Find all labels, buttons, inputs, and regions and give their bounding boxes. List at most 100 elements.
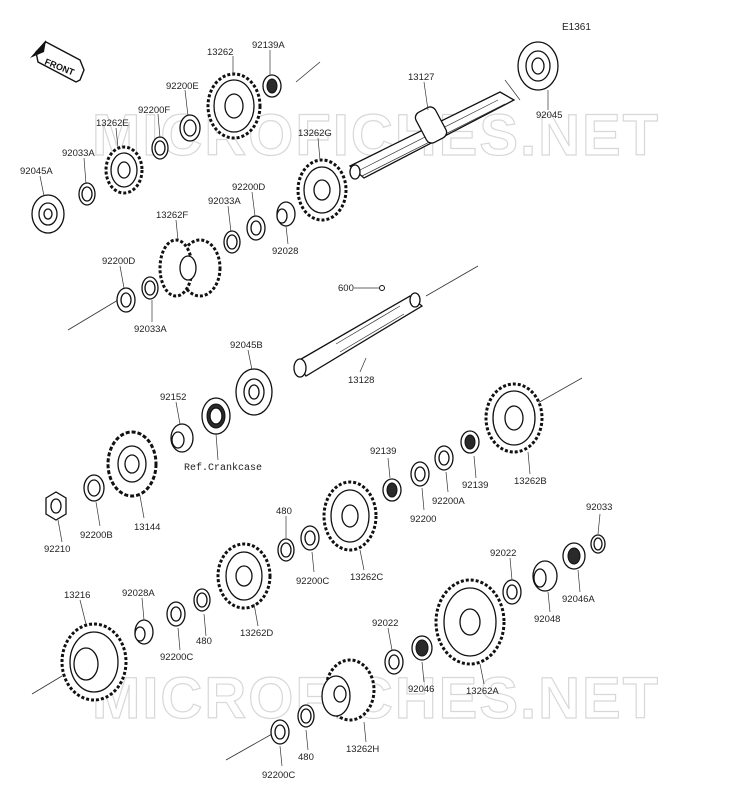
gear-13262: [206, 72, 262, 140]
label-600: 600: [338, 283, 354, 294]
circlip-92033A-b: [223, 230, 241, 254]
axis-line: [67, 299, 119, 331]
label-13262B: 13262B: [514, 476, 547, 487]
ref-crankcase: Ref.Crankcase: [184, 462, 262, 474]
needle-bearing-92139-a: [382, 478, 402, 502]
label-13144: 13144: [134, 522, 160, 533]
axis-line: [31, 675, 63, 695]
upper-shaft-13127: [348, 79, 521, 180]
label-92200E: 92200E: [166, 81, 199, 92]
front-arrow-icon: FRONT: [30, 40, 85, 83]
needle-bearing-92139A: [262, 74, 282, 98]
label-92046A: 92046A: [562, 594, 595, 605]
label-92046: 92046: [408, 684, 434, 695]
label-13128: 13128: [348, 375, 374, 386]
label-92139-b: 92139: [462, 480, 488, 491]
label-92139-a: 92139: [370, 446, 396, 457]
washer-92200C-b: [166, 601, 186, 627]
washer-92200D: [246, 215, 266, 241]
gear-13262E: [104, 145, 144, 195]
gear-13262D: [216, 542, 272, 610]
watermark-bottom: MICROFICHES.NET: [92, 666, 660, 731]
label-480-c: 480: [298, 752, 314, 763]
bearing-92045: [517, 41, 559, 91]
label-92028A: 92028A: [122, 588, 155, 599]
label-92139A: 92139A: [252, 40, 285, 51]
label-92210: 92210: [44, 544, 70, 555]
oil-seal: [201, 397, 231, 435]
label-480-a: 480: [276, 506, 292, 517]
label-13262F: 13262F: [156, 210, 188, 221]
bearing-92045B: [235, 368, 273, 416]
axis-line: [295, 61, 321, 83]
washer-92200A: [434, 445, 454, 471]
circlip-480-b: [193, 588, 211, 612]
label-13262H: 13262H: [346, 744, 379, 755]
label-92045B: 92045B: [230, 340, 263, 351]
gear-13262B: [484, 382, 544, 454]
axis-line: [425, 265, 479, 297]
label-13262D: 13262D: [240, 628, 273, 639]
washer-92022-b: [384, 649, 404, 675]
gear-13262H: [321, 658, 376, 722]
label-480-b: 480: [196, 636, 212, 647]
label-92200F: 92200F: [138, 105, 170, 116]
washer-92200: [410, 461, 430, 487]
washer-92200E: [179, 114, 201, 142]
label-13127: 13127: [408, 72, 434, 83]
label-13262E: 13262E: [96, 118, 129, 129]
bearing-92045A: [31, 194, 65, 234]
gear-13262G: [296, 158, 348, 222]
circlip-480-a: [277, 538, 295, 562]
circlip-92033: [590, 534, 606, 554]
bushing-92028: [276, 201, 296, 227]
label-13262A: 13262A: [466, 686, 499, 697]
label-92200A: 92200A: [432, 496, 465, 507]
gear-13262F: [158, 238, 222, 298]
label-92200: 92200: [410, 514, 436, 525]
lube-point-icon: [379, 285, 385, 291]
gear-13262A: [434, 578, 506, 666]
washer-92200C-c: [270, 719, 290, 745]
label-92045A: 92045A: [20, 166, 53, 177]
label-92033A-c: 92033A: [134, 324, 167, 335]
washer-92200F: [151, 136, 169, 160]
label-13262G: 13262G: [298, 128, 332, 139]
label-92200C-b: 92200C: [160, 652, 193, 663]
needle-bearing-92046A: [562, 542, 586, 570]
circlip-480-c: [297, 704, 315, 728]
circlip-92033A: [78, 182, 96, 206]
label-92200D-a: 92200D: [232, 182, 265, 193]
label-13262: 13262: [207, 47, 233, 58]
label-92152: 92152: [160, 392, 186, 403]
input-shaft-13128: [293, 292, 424, 378]
label-92033: 92033: [586, 502, 612, 513]
gear-13216: [60, 622, 128, 702]
washer-92200D-b: [116, 287, 136, 313]
label-92028: 92028: [272, 246, 298, 257]
leader-lines: [39, 50, 601, 767]
label-92022-a: 92022: [490, 548, 516, 559]
washer-92022-a: [502, 579, 522, 605]
bushing-92048: [532, 560, 558, 592]
label-13216: 13216: [64, 590, 90, 601]
needle-bearing-92046: [411, 635, 433, 661]
label-92045: 92045: [536, 110, 562, 121]
label-92200C-a: 92200C: [296, 576, 329, 587]
label-92033A-a: 92033A: [62, 148, 95, 159]
diagram-code: E1361: [562, 22, 591, 33]
label-92022-b: 92022: [372, 618, 398, 629]
label-92200D-b: 92200D: [102, 256, 135, 267]
gear-13262C: [322, 480, 378, 552]
axis-line: [535, 377, 583, 405]
collar-92152: [170, 423, 194, 453]
label-92048: 92048: [534, 614, 560, 625]
sprocket-13144: [106, 430, 158, 498]
nut-92210: [45, 491, 67, 521]
axis-line: [225, 733, 273, 761]
label-92200C-c: 92200C: [262, 770, 295, 781]
washer-92200B: [83, 474, 105, 502]
needle-bearing-92139-b: [460, 430, 480, 454]
circlip-92033A-c: [141, 276, 159, 300]
